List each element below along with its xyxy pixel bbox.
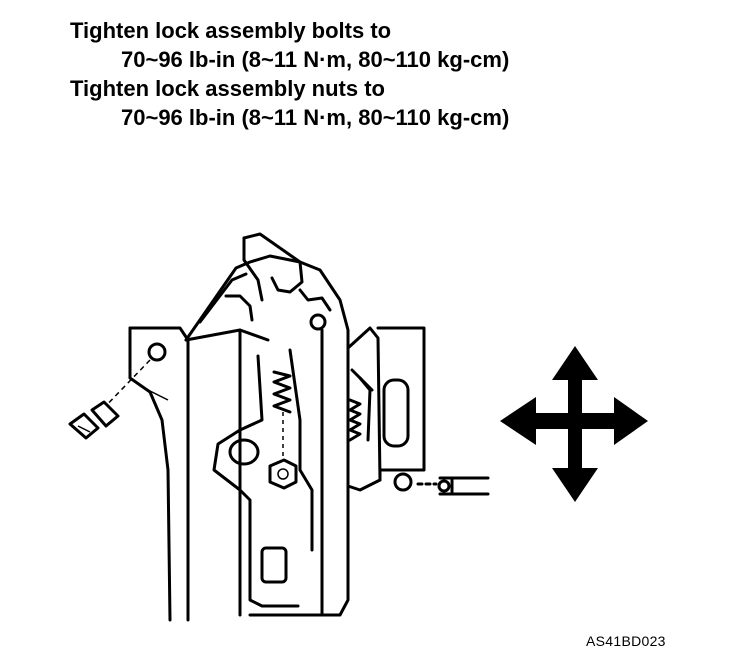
lock-nut — [268, 412, 298, 490]
release-cable — [393, 472, 490, 496]
bolt-torque-heading: Tighten lock assembly bolts to — [70, 18, 392, 43]
bolt-icon — [68, 359, 151, 440]
torque-instructions: Tighten lock assembly bolts to 70~96 lb-… — [70, 16, 509, 132]
secondary-latch — [346, 326, 426, 492]
catch-spring — [348, 376, 372, 442]
bolt-torque-value: 70~96 lb-in (8~11 N·m, 80~110 kg-cm) — [121, 47, 510, 72]
four-way-arrow-icon — [500, 346, 648, 502]
figure-code: AS41BD023 — [586, 633, 666, 649]
lock-bracket-plate — [128, 326, 190, 622]
release-lever — [212, 348, 314, 608]
nut-torque-value: 70~96 lb-in (8~11 N·m, 80~110 kg-cm) — [121, 105, 510, 130]
bolt-hole-upper — [147, 342, 167, 362]
return-spring — [272, 370, 292, 414]
lock-body-plate — [184, 254, 350, 617]
latch-hook — [224, 232, 332, 331]
nut-torque-heading: Tighten lock assembly nuts to — [70, 76, 385, 101]
